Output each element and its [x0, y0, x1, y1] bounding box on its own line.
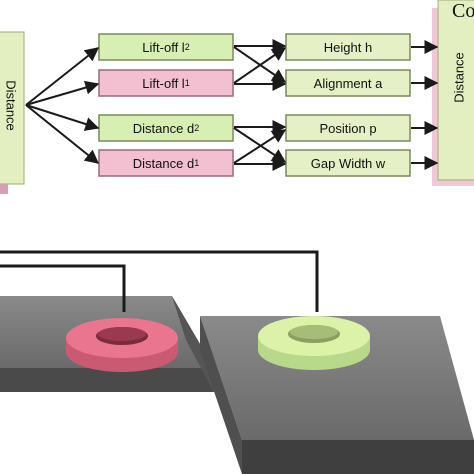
wire-left	[0, 264, 126, 312]
left-plate-front	[0, 368, 214, 392]
left-plate-side	[172, 296, 214, 392]
height-label: Height h	[323, 39, 373, 55]
right-plate-left-side	[200, 316, 242, 474]
liftoff1-text: Lift-off l	[142, 75, 185, 91]
left-distance-box	[0, 31, 25, 185]
alignment-box	[285, 69, 411, 97]
arrow-liftoff1-height	[233, 47, 287, 84]
arrow-to-liftoff2	[25, 47, 100, 106]
distance2-text: Distance d	[132, 120, 195, 136]
liftoff2-text: Lift-off l	[142, 39, 185, 55]
left-box-shadow	[0, 184, 8, 194]
height-box	[285, 33, 411, 61]
right-ring	[258, 316, 370, 370]
output-boxes	[285, 33, 411, 177]
liftoff2-sub: 2	[184, 42, 190, 52]
wire-right	[0, 250, 319, 312]
arrow-distance2-gapwidth	[233, 127, 287, 163]
left-distance-label: Distance	[3, 80, 19, 131]
liftoff2-box	[98, 33, 234, 61]
position-label: Position p	[319, 120, 377, 136]
right-distance-label: Distance	[451, 52, 467, 103]
arrow-distance1-position	[233, 129, 287, 164]
arrow-to-distance1	[25, 104, 100, 164]
alignment-label: Alignment a	[313, 75, 383, 91]
arrow-to-distance2	[25, 104, 100, 131]
cross-arrows	[233, 39, 287, 171]
gapwidth-label: Gap Width w	[310, 155, 386, 171]
distance1-text: Distance d	[132, 155, 195, 171]
distance2-sub: 2	[194, 123, 200, 133]
left-ring	[66, 318, 178, 372]
right-plate-front	[242, 440, 474, 474]
arrow-to-liftoff1	[25, 80, 100, 106]
bottom-scene	[0, 250, 474, 474]
input-arrows	[25, 47, 100, 164]
position-box	[285, 114, 411, 142]
liftoff1-box	[98, 69, 234, 97]
distance1-sub: 1	[194, 158, 200, 168]
right-title-fragment: Co	[452, 0, 474, 22]
liftoff1-sub: 1	[184, 78, 190, 88]
output-arrows	[411, 40, 439, 170]
distance1-box	[98, 149, 234, 177]
right-distance-box	[437, 0, 474, 181]
